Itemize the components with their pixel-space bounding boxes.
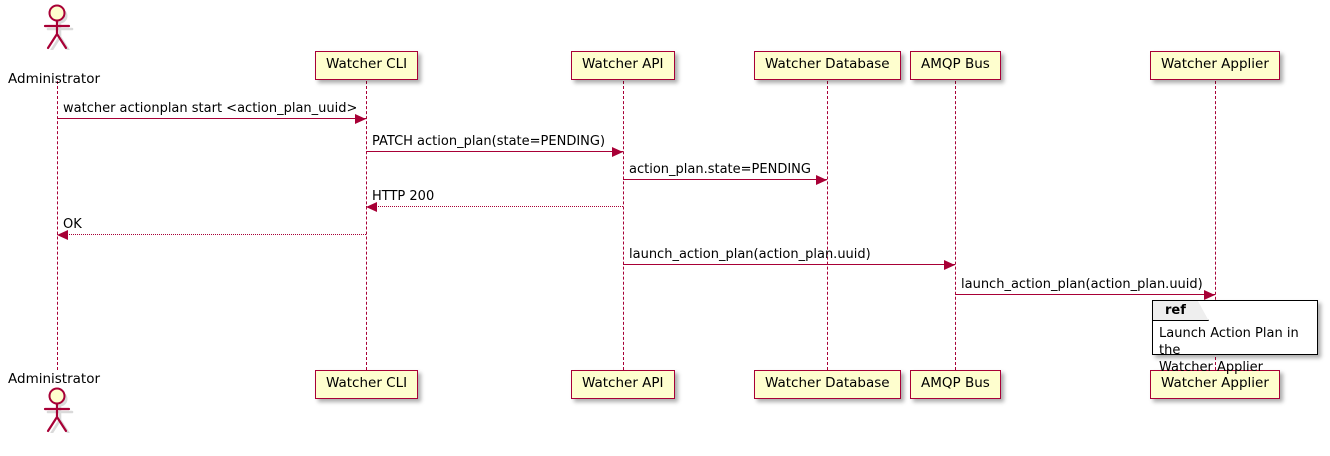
message-label-m6: launch_action_plan(action_plan.uuid) [629,247,871,262]
lifeline-watcher-db [827,81,828,370]
participant-watcher-cli-bottom[interactable]: Watcher CLI [315,370,419,399]
lifeline-administrator [57,81,58,370]
participant-amqp-bus-bottom[interactable]: AMQP Bus [910,370,1001,399]
actor-administrator-top [35,2,79,54]
arrow-head-m2 [612,147,623,157]
ref-fragment-body-text: Launch Action Plan in the Watcher Applie… [1159,326,1299,376]
participant-watcher-applier-top[interactable]: Watcher Applier [1150,51,1280,80]
message-line-m3 [623,179,827,180]
ref-fragment-tab-label: ref [1153,301,1209,321]
message-line-m4 [366,206,623,207]
actor-administrator-bottom [35,385,79,437]
lifeline-watcher-applier [1215,81,1216,370]
arrow-head-m3 [816,175,827,185]
message-line-m1 [57,118,366,119]
arrow-head-m7 [1204,290,1215,300]
participant-amqp-bus-top[interactable]: AMQP Bus [910,51,1001,80]
arrow-head-m6 [944,260,955,270]
participant-label-administrator-top: Administrator [8,71,101,87]
participant-watcher-db-top[interactable]: Watcher Database [754,51,901,80]
arrow-head-m4 [366,202,377,212]
arrow-head-m5 [57,230,68,240]
message-line-m2 [366,151,623,152]
participant-label-administrator-bottom: Administrator [8,371,101,387]
message-line-m5 [57,234,366,235]
message-label-m3: action_plan.state=PENDING [629,162,811,177]
message-label-m7: launch_action_plan(action_plan.uuid) [961,277,1203,292]
arrow-head-m1 [355,114,366,124]
message-label-m2: PATCH action_plan(state=PENDING) [372,134,606,149]
participant-watcher-api-top[interactable]: Watcher API [571,51,675,80]
participant-watcher-db-bottom[interactable]: Watcher Database [754,370,901,399]
participant-watcher-api-bottom[interactable]: Watcher API [571,370,675,399]
message-label-m1: watcher actionplan start <action_plan_uu… [63,101,358,116]
participant-watcher-applier-bottom[interactable]: Watcher Applier [1150,370,1280,399]
lifeline-amqp-bus [955,81,956,370]
message-label-m5: OK [63,217,82,232]
message-label-m4: HTTP 200 [372,189,435,204]
lifeline-watcher-api [623,81,624,370]
lifeline-watcher-cli [366,81,367,370]
participant-watcher-cli-top[interactable]: Watcher CLI [315,51,419,80]
message-line-m6 [623,264,955,265]
message-line-m7 [955,294,1215,295]
